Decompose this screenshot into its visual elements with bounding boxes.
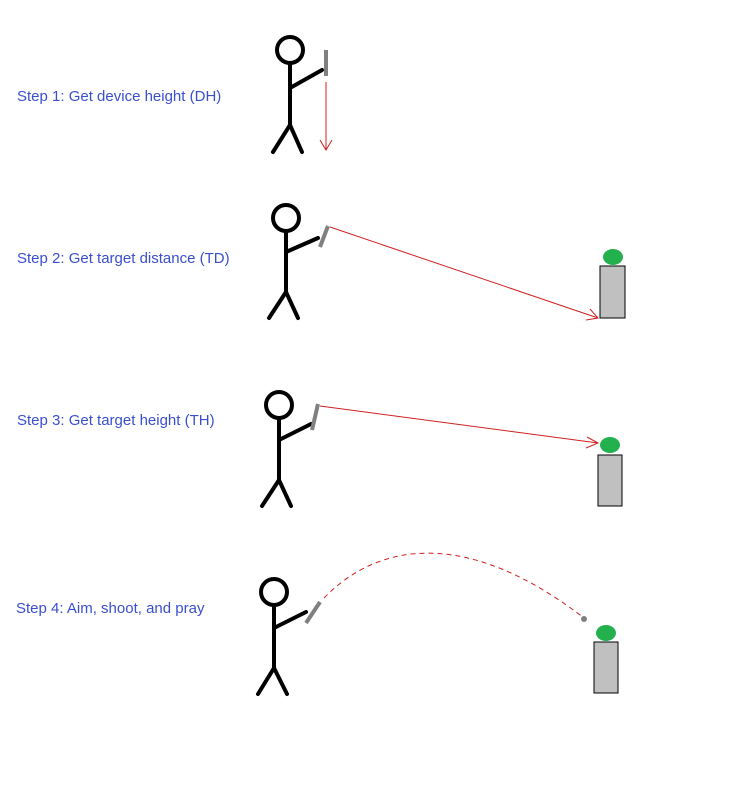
step-3-label: Step 3: Get target height (TH) [17, 412, 215, 429]
step-1-group [271, 35, 333, 154]
step-4-label: Step 4: Aim, shoot, and pray [16, 600, 205, 617]
target-box-icon [599, 249, 626, 319]
target-box-icon [597, 437, 623, 507]
stick-figure-icon [260, 390, 313, 508]
projectile-dot [581, 616, 587, 622]
rangefinder-device-icon [304, 600, 322, 625]
projectile-trajectory [323, 552, 585, 619]
stick-figure-icon [271, 35, 324, 154]
stick-figure-icon [267, 203, 320, 320]
step-4-group [256, 552, 619, 696]
target-box-icon [593, 625, 619, 694]
step-2-label: Step 2: Get target distance (TD) [17, 250, 230, 267]
stick-figure-icon [256, 577, 308, 696]
rangefinder-device-icon [318, 225, 330, 248]
step-3-group [260, 390, 623, 508]
step-2-group [267, 203, 626, 321]
target-distance-arrow [329, 226, 599, 321]
rangefinder-device-icon [310, 403, 320, 431]
step-1-label: Step 1: Get device height (DH) [17, 88, 222, 105]
target-height-arrow [319, 405, 600, 449]
device-height-arrow [319, 82, 333, 151]
